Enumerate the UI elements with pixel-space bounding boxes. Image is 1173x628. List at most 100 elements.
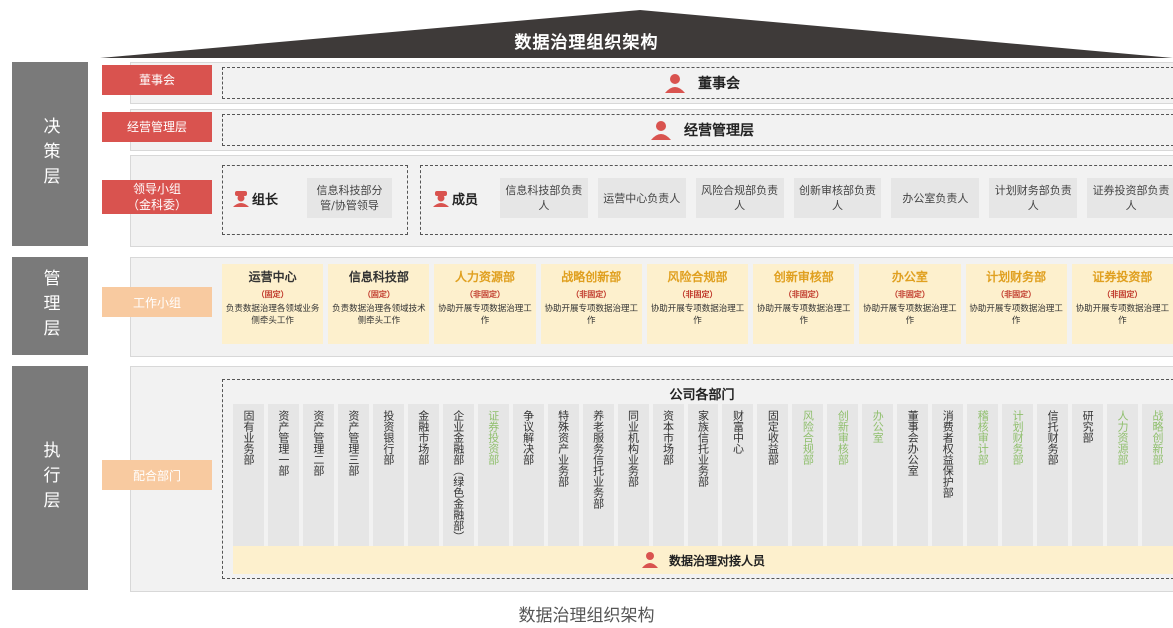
department-column: 资本市场部 — [652, 404, 684, 546]
department-column: 人力资源部 — [1107, 404, 1139, 546]
department-column-label: 研究部 — [1081, 410, 1095, 443]
department-column: 董事会办公室 — [897, 404, 929, 546]
board-tag: 董事会 — [102, 65, 212, 95]
work-group-department: 风险合规部（非固定）协助开展专项数据治理工作 — [646, 264, 749, 344]
board-panel — [130, 62, 1173, 104]
department-column: 研究部 — [1072, 404, 1104, 546]
department-desc: 协助开展专项数据治理工作 — [756, 304, 851, 326]
department-desc: 协助开展专项数据治理工作 — [1075, 304, 1170, 326]
department-column: 特殊资产业务部 — [547, 404, 579, 546]
department-desc: 协助开展专项数据治理工作 — [969, 304, 1063, 326]
department-column: 家族信托业务部 — [687, 404, 719, 546]
department-column: 固有业务部 — [233, 404, 264, 546]
department-role: （非固定） — [996, 289, 1037, 299]
department-role: （非固定） — [783, 289, 824, 299]
work-group-department: 创新审核部 （非固定） 协助开展专项数据治理工作 — [753, 264, 855, 344]
member-box: 风险合规部负责人 — [695, 178, 784, 218]
department-column-label: 资本市场部 — [661, 410, 675, 465]
department-column: 财富中心 — [722, 404, 754, 546]
department-column-label: 固有业务部 — [241, 410, 255, 465]
department-name: 运营中心 — [248, 270, 297, 284]
board-box — [222, 67, 1173, 99]
exec-mgmt-tag: 经营管理层 — [102, 112, 212, 142]
department-column: 金融市场部 — [407, 404, 439, 546]
work-group-tag: 工作小组 — [102, 287, 212, 317]
department-desc: 协助开展专项数据治理工作 — [650, 304, 745, 326]
department-column: 资产管理三部 — [337, 404, 369, 546]
department-column-label: 金融市场部 — [416, 410, 430, 465]
layer-management: 管理层 — [12, 257, 88, 355]
cooperating-box-title: 公司各部门 — [669, 388, 735, 403]
department-column-label: 董事会办公室 — [906, 410, 920, 476]
liaison-bar: 数据治理对接人员 — [233, 546, 1173, 574]
member-heading: 成员 — [432, 189, 478, 208]
department-column-label: 信托财务部 — [1046, 410, 1060, 465]
department-column: 资产管理二部 — [302, 404, 334, 546]
department-column: 风险合规部 — [792, 404, 824, 546]
member-icon — [433, 190, 449, 207]
department-column-label: 养老服务信托业务部 — [591, 410, 605, 509]
department-role: （非固定） — [1102, 289, 1143, 299]
exec-mgmt-box — [222, 114, 1173, 146]
department-desc: 协助开展专项数据治理工作 — [544, 304, 639, 326]
department-role: （非固定） — [571, 289, 612, 299]
work-group-department: 办公室（非固定）协助开展专项数据治理工作 — [859, 264, 961, 344]
department-name: 办公室 — [891, 270, 928, 284]
department-column: 同业机构业务部 — [617, 404, 649, 546]
department-desc: 协助开展专项数据治理工作 — [438, 304, 532, 326]
member-box: 办公室负责人 — [891, 178, 980, 218]
board-row: 董事会 — [222, 67, 1173, 99]
department-column-label: 同业机构业务部 — [626, 410, 640, 487]
department-name: 风险合规部 — [667, 270, 728, 284]
department-column-label: 资产管理一部 — [276, 410, 290, 476]
member-label: 成员 — [452, 193, 479, 208]
department-column-label: 计划财务部 — [1011, 410, 1025, 465]
member-box: 运营中心负责人 — [597, 178, 686, 218]
leader-box — [222, 165, 408, 235]
department-name: 证券投资部 — [1092, 270, 1153, 284]
figure-caption: 数据治理组织架构 — [518, 606, 655, 626]
department-desc: 负责数据治理各领域业务侧牵头工作 — [225, 304, 320, 326]
department-column-label: 创新审核部 — [836, 410, 850, 465]
department-name: 计划财务部 — [986, 270, 1047, 284]
department-name: 战略创新部 — [561, 270, 622, 284]
work-group-department: 信息科技部（固定）负责数据治理各领域技术侧牵头工作 — [328, 264, 430, 344]
department-column-label: 固定收益部 — [766, 410, 780, 465]
department-column: 办公室 — [862, 404, 894, 546]
department-column: 稽核审计部 — [967, 404, 999, 546]
work-group-department: 人力资源部（非固定）协助开展专项数据治理工作 — [434, 264, 536, 344]
cooperating-box — [222, 379, 1173, 579]
department-desc: 负责数据治理各领域技术侧牵头工作 — [332, 304, 426, 326]
department-column-label: 投资银行部 — [381, 410, 395, 465]
leader-label: 组长 — [252, 193, 279, 208]
department-columns: 固有业务部 资产管理一部资产管理二部资产管理三部 投资银行部 金融市场部企业金融部（绿… — [233, 404, 1173, 548]
work-group-department: 运营中心 （固定） 负责数据治理各领域业务侧牵头工作 — [222, 264, 324, 344]
cooperating-tag: 配合部门 — [102, 460, 212, 490]
department-column-label: 战略创新部 — [1151, 410, 1164, 465]
department-role: （固定） — [256, 289, 289, 299]
department-column: 投资银行部 — [372, 404, 404, 546]
leading-group-tag: 领导小组 （金科委） — [102, 180, 212, 214]
department-column-label: 消费者权益保护部 — [941, 410, 955, 498]
department-name: 信息科技部 — [348, 270, 409, 284]
leader-heading: 组长 — [232, 189, 278, 208]
layer-decision: 决策层 — [12, 62, 88, 246]
department-column: 信托财务部 — [1037, 404, 1069, 546]
leading-group-tag-line2: （金科委） — [126, 198, 187, 212]
department-column: 资产管理一部 — [267, 404, 299, 546]
work-group-row: 运营中心 （固定） 负责数据治理各领域业务侧牵头工作信息科技部（固定）负责数据治理各… — [222, 264, 1173, 344]
exec-mgmt-panel — [130, 109, 1173, 151]
leader-role-box: 信息科技部分管/协管领导 — [307, 178, 392, 218]
department-column: 计划财务部 — [1002, 404, 1034, 546]
department-column: 固定收益部 — [757, 404, 789, 546]
department-column: 企业金融部（绿色金融部） — [442, 404, 474, 546]
department-column-label: 争议解决部 — [521, 410, 535, 465]
department-column-label: 家族信托业务部 — [696, 410, 710, 487]
department-name: 创新审核部 — [773, 270, 834, 284]
department-column-label: 人力资源部 — [1116, 410, 1130, 465]
exec-mgmt-row: 经营管理层 — [222, 114, 1173, 146]
board-label: 董事会 — [698, 76, 740, 92]
roof-shape — [100, 10, 1173, 58]
department-column-label: 资产管理三部 — [346, 410, 360, 476]
page-title: 数据治理组织架构 — [514, 33, 659, 53]
